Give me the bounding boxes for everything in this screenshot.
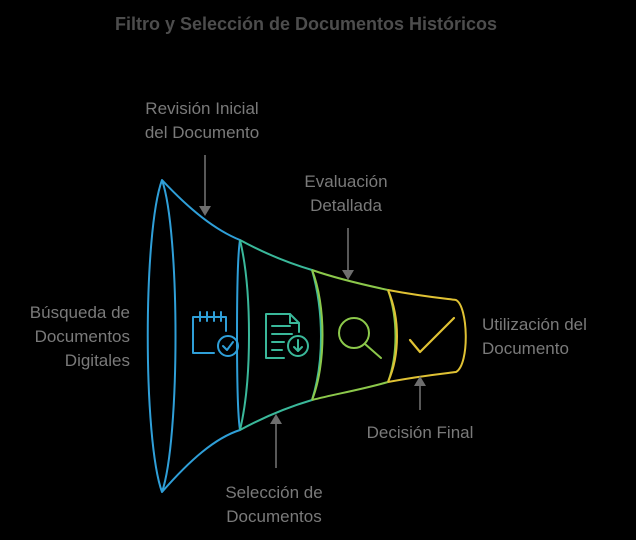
calendar-check-icon [192,311,239,357]
label-search-line2: Documentos [35,327,130,346]
label-search-line3: Digitales [65,351,130,370]
label-selection-line1: Selección de [225,483,322,502]
arrow-evaluation [342,228,354,280]
funnel-segment-decision [387,289,467,383]
magnifier-icon [338,317,382,359]
label-final-use-line1: Utilización del [482,315,587,334]
funnel-segment-search [146,179,241,493]
document-download-icon [265,313,309,359]
label-final-use-line2: Documento [482,339,569,358]
funnel-segment-selection [239,239,322,431]
label-search-line1: Búsqueda de [30,303,130,322]
arrow-decision [414,376,426,410]
label-initial-review-line2: del Documento [145,123,259,142]
funnel-segment-evaluation [311,269,397,401]
diagram-title: Filtro y Selección de Documentos Históri… [115,14,497,34]
label-selection-line2: Documentos [226,507,321,526]
label-evaluation-line1: Evaluación [304,172,387,191]
label-evaluation-line2: Detallada [310,196,382,215]
label-initial-review-line1: Revisión Inicial [145,99,258,118]
label-decision: Decisión Final [367,423,474,442]
checkmark-icon [408,316,456,354]
arrow-initial-review [199,155,211,216]
arrow-selection [270,414,282,468]
